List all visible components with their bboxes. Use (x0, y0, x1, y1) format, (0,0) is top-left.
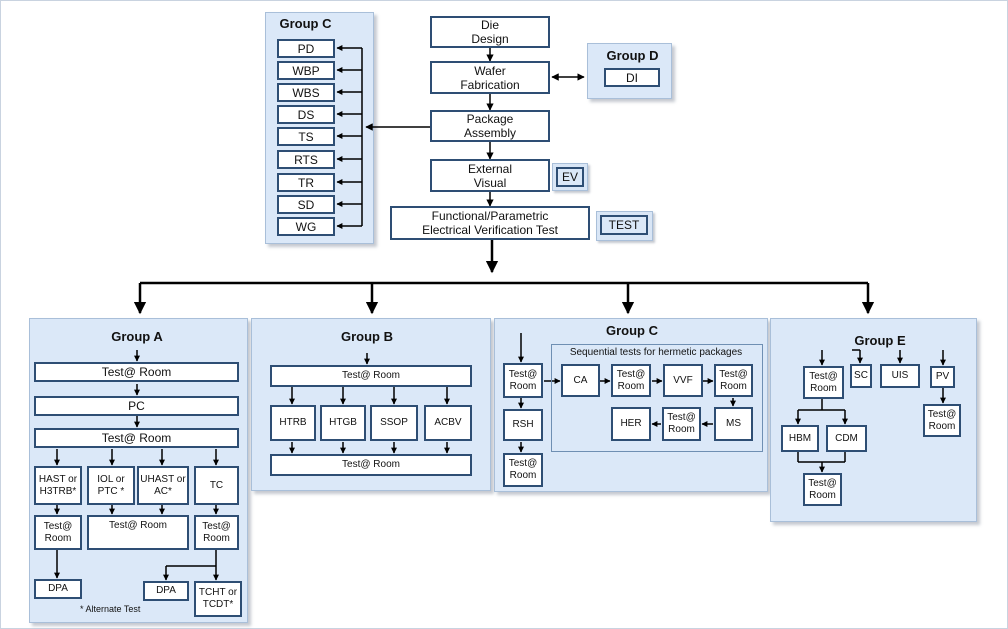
group-d-item-di: DI (604, 68, 660, 87)
group-e-pv: PV (930, 366, 955, 388)
group-c-item-wbs: WBS (277, 83, 335, 102)
group-c-item-ds: DS (277, 105, 335, 124)
group-a-note: * Alternate Test (80, 604, 141, 614)
group-a-dpa-right: DPA (143, 581, 189, 601)
group-a-dpa-left: DPA (34, 579, 82, 599)
ev-label: EV (556, 167, 584, 187)
group-c-test-room-1: Test@ Room (503, 363, 543, 398)
group-a-tcht: TCHT or TCDT* (194, 581, 242, 617)
group-c-item-tr: TR (277, 173, 335, 192)
group-a-title: Group A (111, 329, 163, 344)
group-a-iol: IOL or PTC * (87, 466, 135, 505)
group-d-title: Group D (606, 48, 659, 63)
group-e-test-room-2: Test@ Room (803, 473, 842, 506)
group-c-test-room-2: Test@ Room (503, 453, 543, 487)
test-label: TEST (600, 215, 648, 235)
group-e-hbm: HBM (781, 425, 819, 452)
group-a-test-room-left: Test@ Room (34, 515, 82, 550)
group-c-item-ts: TS (277, 127, 335, 146)
group-c-item-wbp: WBP (277, 61, 335, 80)
group-a-test-room-right: Test@ Room (194, 515, 239, 550)
group-c-bottom-title: Group C (606, 323, 658, 338)
group-c-her: HER (611, 407, 651, 441)
group-c-item-pd: PD (277, 39, 335, 58)
group-a-tc: TC (194, 466, 239, 505)
group-a-test-room-2: Test@ Room (34, 428, 239, 448)
group-b-ssop: SSOP (370, 405, 418, 441)
group-c-test-room-4: Test@ Room (714, 364, 753, 397)
group-e-cdm: CDM (826, 425, 867, 452)
group-c-ms: MS (714, 407, 753, 441)
group-c-item-sd: SD (277, 195, 335, 214)
group-b-acbv: ACBV (424, 405, 472, 441)
test-tag: TEST (596, 211, 653, 241)
external-visual-box: External Visual (430, 159, 550, 192)
group-c-top-title: Group C (279, 16, 332, 31)
group-c-ca: CA (561, 364, 600, 397)
ev-tag: EV (552, 163, 588, 191)
group-e-test-room-pv: Test@ Room (923, 404, 961, 437)
wafer-fabrication-box: Wafer Fabrication (430, 61, 550, 94)
group-e-title: Group E (854, 333, 906, 348)
group-c-test-room-3: Test@ Room (611, 364, 651, 397)
sequential-tests-frame (551, 344, 763, 452)
group-e-uis: UIS (880, 364, 920, 388)
group-e-sc: SC (850, 364, 872, 388)
group-b-htrb: HTRB (270, 405, 316, 441)
group-b-title: Group B (341, 329, 393, 344)
group-b-test-room-2: Test@ Room (270, 454, 472, 476)
group-a-test-room-1: Test@ Room (34, 362, 239, 382)
sequential-tests-title: Sequential tests for hermetic packages (569, 347, 743, 358)
group-a-hast: HAST or H3TRB* (34, 466, 82, 505)
group-a-uhast: UHAST or AC* (137, 466, 189, 505)
group-c-vvf: VVF (663, 364, 703, 397)
functional-test-box: Functional/Parametric Electrical Verific… (390, 206, 590, 240)
package-assembly-box: Package Assembly (430, 110, 550, 142)
group-c-test-room-5: Test@ Room (662, 407, 701, 441)
group-c-item-rts: RTS (277, 150, 335, 169)
group-a-test-room-middle: Test@ Room (87, 515, 189, 550)
die-design-box: Die Design (430, 16, 550, 48)
group-c-item-wg: WG (277, 217, 335, 236)
group-b-test-room-1: Test@ Room (270, 365, 472, 387)
group-b-htgb: HTGB (320, 405, 366, 441)
group-a-pc: PC (34, 396, 239, 416)
group-c-rsh: RSH (503, 409, 543, 441)
group-e-test-room-1: Test@ Room (803, 366, 844, 399)
